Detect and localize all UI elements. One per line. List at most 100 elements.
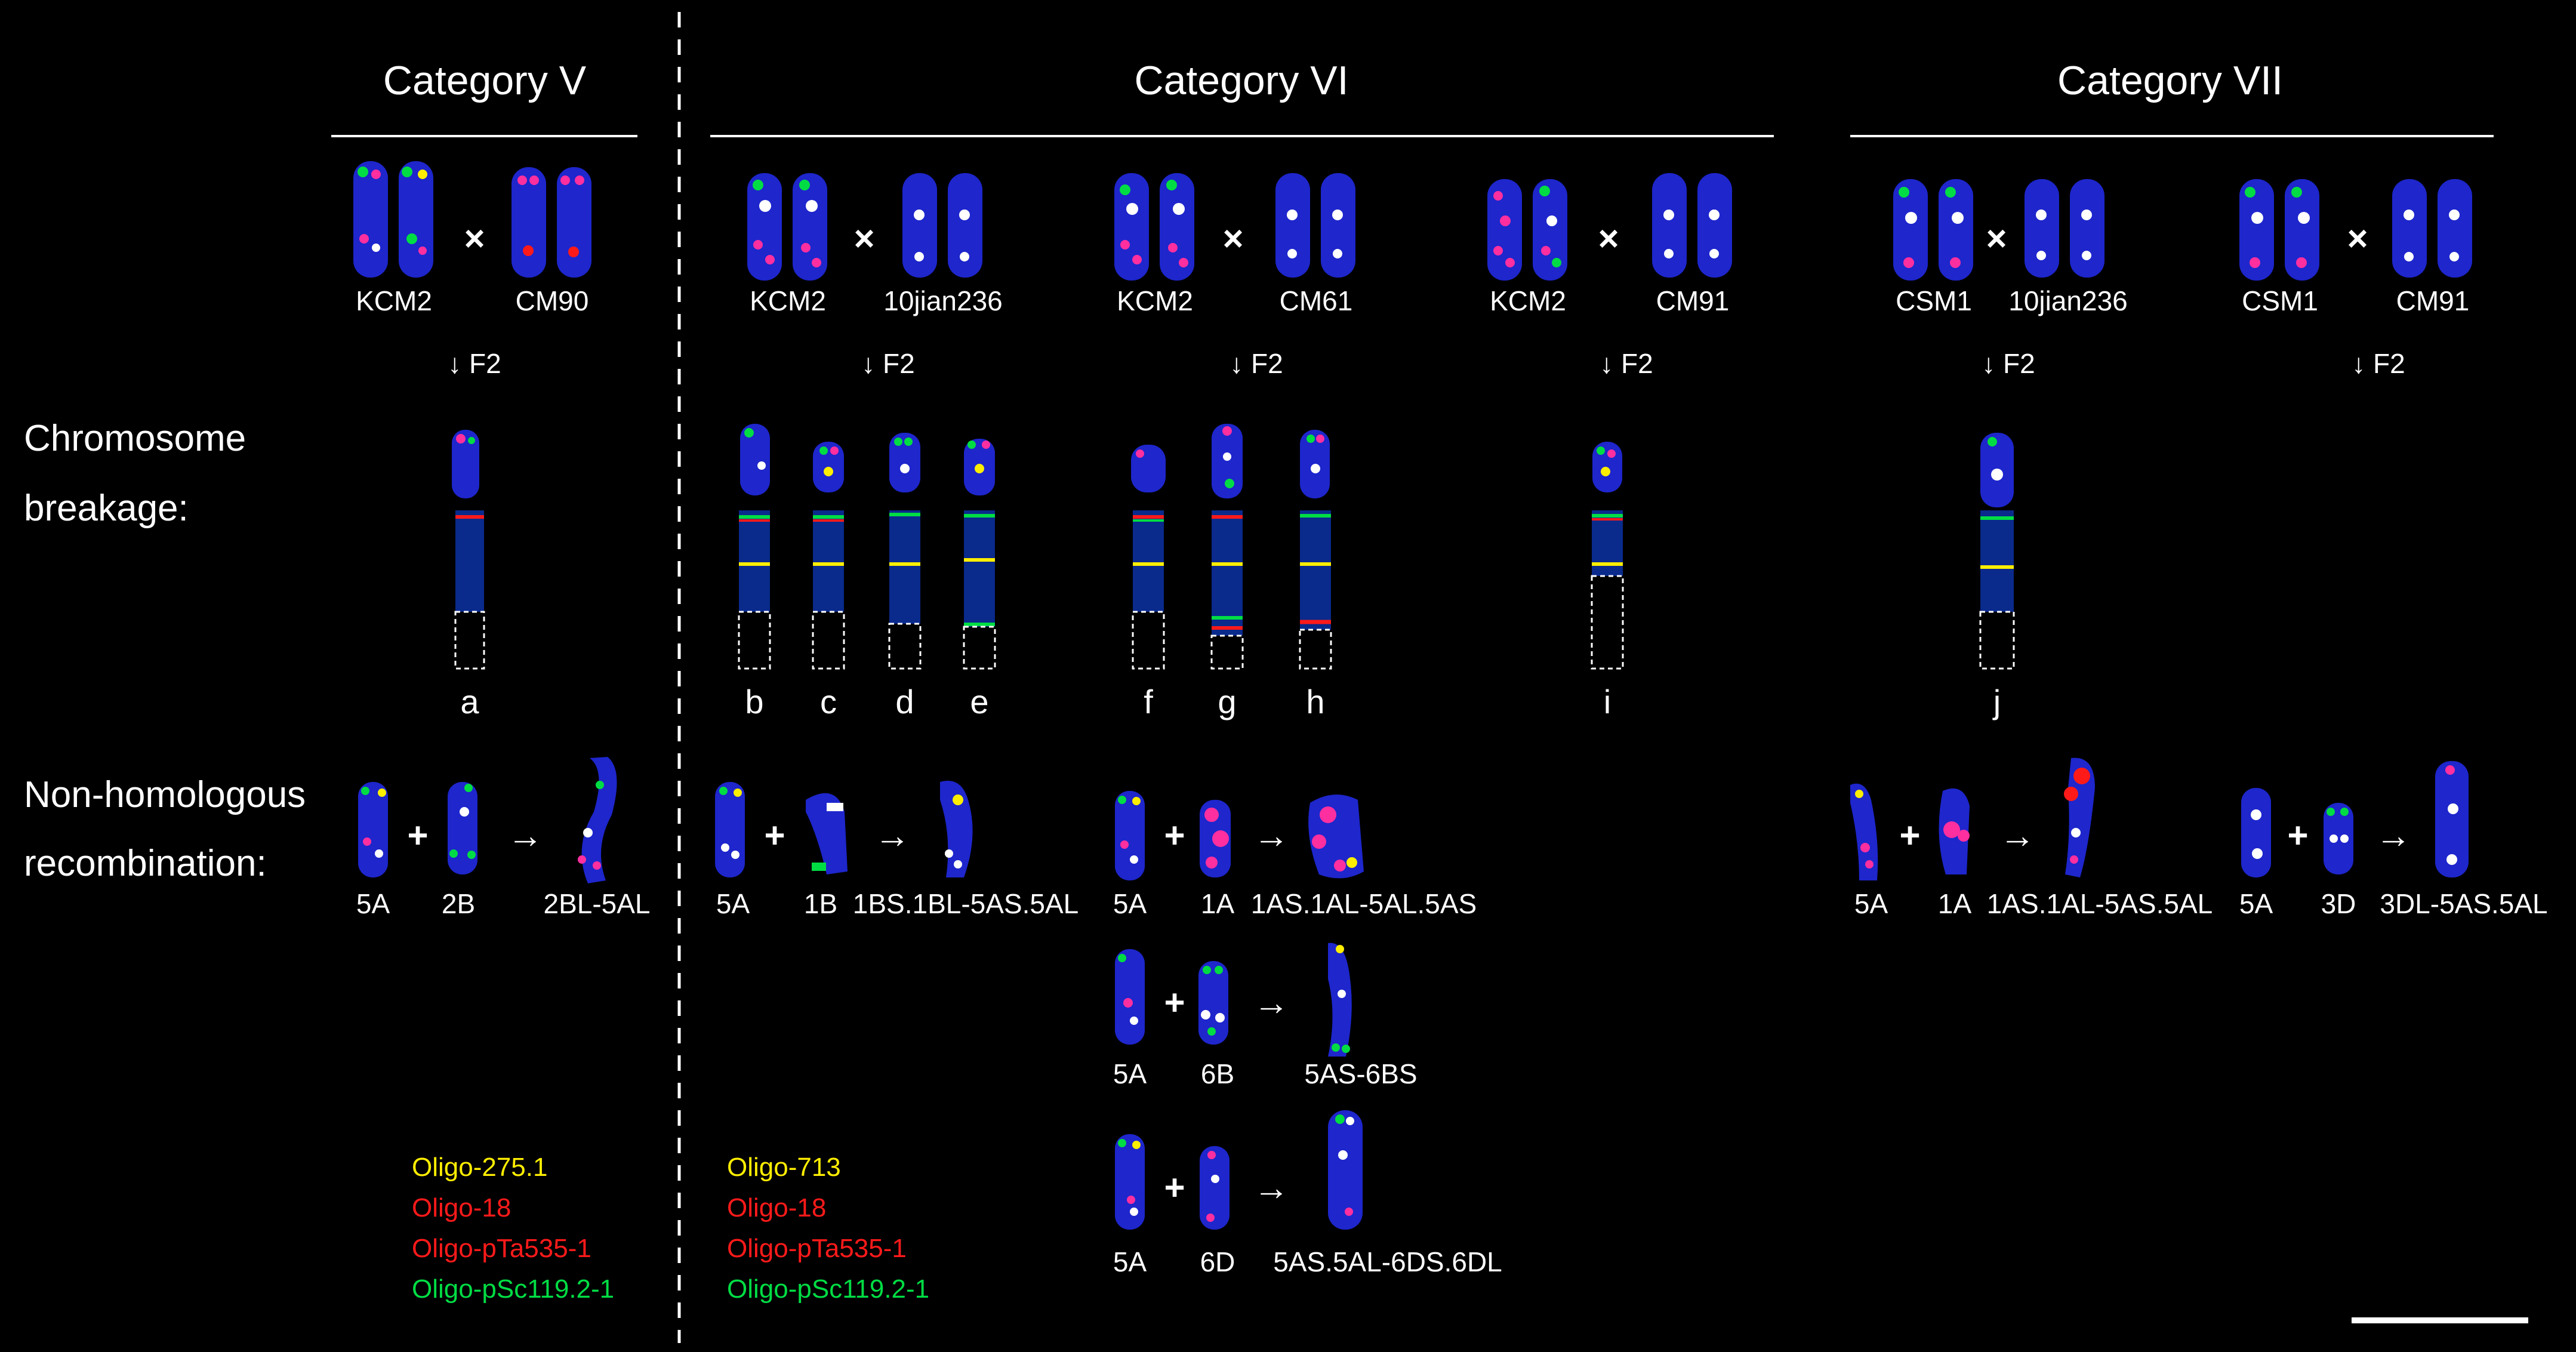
svg-text:+: +	[764, 815, 785, 855]
chromosome-pair	[2025, 179, 2104, 278]
legend-category-v: Oligo-275.1 Oligo-18 Oligo-pTa535-1 Olig…	[412, 1153, 614, 1304]
recomb-5a-2b: + → 5A 2B 2BL-5AL	[356, 757, 651, 919]
legend-item: Oligo-pSc119.2-1	[727, 1274, 929, 1304]
svg-text:1A: 1A	[1201, 888, 1235, 919]
recomb-5a-6b: + → 5A 6B 5AS-6BS	[1113, 943, 1418, 1089]
parent-2-label: CM90	[516, 285, 589, 316]
svg-text:3D: 3D	[2321, 888, 2356, 919]
chromosome-pair	[1275, 173, 1355, 278]
breakage-row-label-2: breakage:	[24, 488, 189, 529]
chromosome-pair	[511, 167, 591, 278]
chromosome-pair	[2239, 179, 2319, 281]
svg-text:6D: 6D	[1200, 1246, 1235, 1277]
svg-text:d: d	[895, 683, 914, 720]
cross-csm1-10jian236: × CSM1 10jian236 ↓ F2	[1893, 179, 2128, 379]
svg-text:5AS-6BS: 5AS-6BS	[1304, 1058, 1417, 1089]
svg-text:1B: 1B	[804, 888, 837, 919]
f2-arrow: ↓ F2	[1982, 348, 2035, 379]
svg-text:5A: 5A	[716, 888, 750, 919]
svg-text:5A: 5A	[1113, 888, 1147, 919]
recomb-5a-1a-vii: + → 5A 1A 1AS.1AL-5AS.5AL	[1850, 757, 2213, 919]
svg-text:+: +	[1899, 815, 1920, 855]
legend-item: Oligo-pTa535-1	[727, 1234, 907, 1263]
svg-text:6B: 6B	[1201, 1058, 1234, 1089]
svg-text:→: →	[1253, 1168, 1289, 1208]
cross-symbol: ×	[464, 218, 485, 258]
chromosome-pair	[747, 173, 827, 281]
svg-text:c: c	[820, 683, 837, 720]
svg-text:+: +	[1164, 1168, 1185, 1208]
parent-1-label: CSM1	[2242, 285, 2318, 316]
chromosome-pair	[1114, 173, 1194, 281]
parent-2-label: CM91	[2396, 285, 2470, 316]
recomb-row-label-1: Non-homologous	[24, 774, 306, 815]
breakage-f: f	[1131, 445, 1166, 720]
recomb-5a-1b: + → 5A 1B 1BS.1BL-5AS.5AL	[715, 781, 1079, 919]
f2-arrow: ↓ F2	[1600, 348, 1653, 379]
svg-text:→: →	[1253, 983, 1289, 1023]
recomb-5a-1a: + → 5A 1A 1AS.1AL-5AL.5AS	[1113, 791, 1477, 919]
svg-text:→: →	[2375, 815, 2411, 855]
recomb-row-label-2: recombination:	[24, 843, 267, 884]
f2-arrow: ↓ F2	[2352, 348, 2405, 379]
breakage-row-label-1: Chromosome	[24, 418, 246, 459]
recomb-5a-3d: + → 5A 3D 3DL-5AS.5AL	[2239, 761, 2548, 919]
legend-item: Oligo-713	[727, 1153, 841, 1182]
svg-text:→: →	[1999, 815, 2035, 855]
svg-text:2B: 2B	[442, 888, 475, 919]
svg-text:a: a	[460, 683, 479, 720]
cross-symbol: ×	[853, 218, 874, 258]
svg-text:→: →	[1253, 815, 1289, 855]
svg-text:→: →	[874, 815, 910, 855]
cross-kcm2-cm91: × KCM2 CM91 ↓ F2	[1487, 173, 1732, 379]
breakage-e: e	[963, 439, 996, 720]
svg-text:b: b	[745, 683, 763, 720]
parent-1-label: KCM2	[1117, 285, 1193, 316]
cross-kcm2-cm61: × KCM2 CM61 ↓ F2	[1114, 173, 1355, 379]
svg-text:5AS.5AL-6DS.6DL: 5AS.5AL-6DS.6DL	[1273, 1246, 1502, 1277]
svg-text:5A: 5A	[2239, 888, 2273, 919]
svg-text:e: e	[970, 683, 988, 720]
category-vii-title: Category VII	[2057, 58, 2283, 103]
cross-symbol: ×	[1222, 218, 1243, 258]
svg-text:+: +	[2287, 815, 2308, 855]
svg-text:1AS.1AL-5AS.5AL: 1AS.1AL-5AS.5AL	[1987, 888, 2213, 919]
chromosome-pair	[353, 161, 433, 278]
svg-text:g: g	[1218, 683, 1236, 720]
cross-symbol: ×	[1986, 218, 2007, 258]
parent-1-label: KCM2	[1490, 285, 1566, 316]
svg-text:j: j	[1992, 683, 2001, 720]
f2-arrow: ↓ F2	[861, 348, 914, 379]
parent-2-label: CM91	[1656, 285, 1730, 316]
breakage-h: h	[1299, 430, 1332, 720]
parent-2-label: CM61	[1280, 285, 1353, 316]
svg-text:5A: 5A	[1113, 1246, 1147, 1277]
chromosome-pair	[1487, 179, 1567, 281]
parent-2-label: 10jian236	[883, 285, 1003, 316]
svg-text:2BL-5AL: 2BL-5AL	[543, 888, 650, 919]
svg-text:3DL-5AS.5AL: 3DL-5AS.5AL	[2380, 888, 2547, 919]
svg-text:1BS.1BL-5AS.5AL: 1BS.1BL-5AS.5AL	[853, 888, 1079, 919]
cross-symbol: ×	[2347, 218, 2368, 258]
svg-text:5A: 5A	[1113, 1058, 1147, 1089]
f2-arrow: ↓ F2	[1230, 348, 1283, 379]
chromosome-pair	[1893, 179, 1973, 281]
parent-1-label: CSM1	[1896, 285, 1972, 316]
cross-kcm2-cm90: × KCM2 CM90 ↓ F2	[353, 161, 591, 379]
f2-arrow: ↓ F2	[448, 348, 501, 379]
breakage-d: d	[888, 433, 922, 720]
svg-text:i: i	[1604, 683, 1611, 720]
svg-text:+: +	[1164, 815, 1185, 855]
svg-text:h: h	[1306, 683, 1324, 720]
svg-text:5A: 5A	[1854, 888, 1888, 919]
legend-item: Oligo-18	[412, 1193, 511, 1222]
cross-symbol: ×	[1598, 218, 1619, 258]
breakage-g: g	[1210, 424, 1244, 720]
breakage-a: a	[452, 430, 485, 720]
recomb-5a-6d: + → 5A 6D 5AS.5AL-6DS.6DL	[1113, 1110, 1502, 1277]
svg-text:+: +	[407, 815, 428, 855]
category-v-title: Category V	[383, 58, 587, 103]
breakage-j: j	[1979, 433, 2015, 720]
parent-2-label: 10jian236	[2008, 285, 2128, 316]
